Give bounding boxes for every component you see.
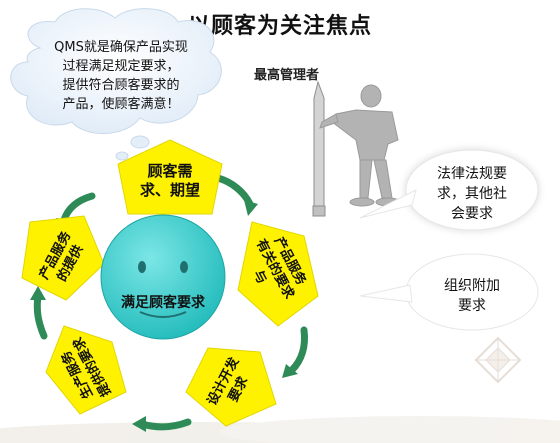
law-bubble-text: 法律法规要 求，其他社 会要求 xyxy=(420,164,524,224)
pentagon-left-lower xyxy=(45,325,127,415)
cloud-note-line-3: 提供符合顾客要求的 xyxy=(62,78,180,93)
pentagon-top-label: 顾客需 求、期望 xyxy=(120,162,220,200)
pentagon-top-line-2: 求、期望 xyxy=(139,181,200,199)
right-eye-icon xyxy=(180,261,188,273)
pentagon-right-lower xyxy=(185,347,277,427)
thought-cloud xyxy=(10,8,222,161)
pentagon-shapes xyxy=(21,139,319,427)
org-bubble xyxy=(359,253,539,331)
page-title: 以顾客为关注焦点 xyxy=(187,14,372,39)
org-bubble-line-2: 要求 xyxy=(458,298,486,314)
arrow-right-lower xyxy=(288,326,308,374)
law-bubble-line-1: 法律法规要 xyxy=(437,166,507,182)
bottom-texture xyxy=(0,416,560,443)
center-label: 满足顾客要求 xyxy=(121,295,205,311)
pentagon-right-upper xyxy=(237,221,319,327)
pentagon-top xyxy=(117,139,223,215)
org-bubble-text: 组织附加 要求 xyxy=(420,276,524,316)
smiley-face xyxy=(100,214,226,340)
org-bubble-line-1: 组织附加 xyxy=(444,278,500,294)
arrow-top-right xyxy=(214,174,254,208)
pentagon-left-upper xyxy=(21,215,105,301)
arrow-left xyxy=(33,292,48,340)
cloud-note-line-2: 过程满足规定要求， xyxy=(62,59,180,74)
manager-figure xyxy=(312,80,401,217)
law-bubble xyxy=(359,149,539,231)
smile-mouth xyxy=(139,311,187,318)
left-eye-icon xyxy=(138,261,146,273)
cloud-note-line-1: QMS就是确保产品实现 xyxy=(54,40,188,55)
law-bubble-line-2: 求，其他社 xyxy=(437,186,507,202)
cloud-note: QMS就是确保产品实现 过程满足规定要求， 提供符合顾客要求的 产品，使顾客满意… xyxy=(24,38,218,114)
watermark-tile xyxy=(474,336,522,384)
cloud-note-line-4: 产品，使顾客满意！ xyxy=(62,97,180,112)
law-bubble-line-3: 会要求 xyxy=(451,206,493,222)
top-management-label: 最高管理者 xyxy=(254,68,320,83)
arrow-top-left xyxy=(60,192,96,224)
pentagon-top-line-1: 顾客需 xyxy=(147,162,193,180)
